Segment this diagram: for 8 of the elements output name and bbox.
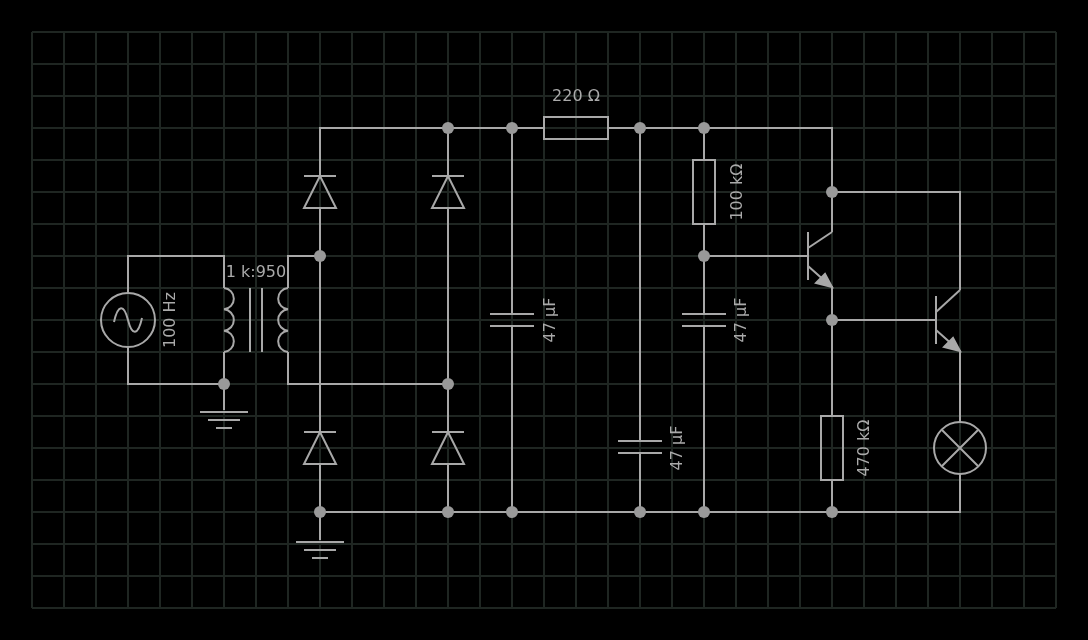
component-value: 100 Hz: [162, 291, 178, 349]
component-value: 47 µF: [733, 297, 749, 343]
component-value: 220 Ω: [552, 88, 600, 104]
component-value: 47 µF: [669, 425, 685, 471]
component-value: 1 k:950: [225, 264, 287, 280]
component-value: 470 kΩ: [856, 419, 872, 477]
component-value: 100 kΩ: [729, 163, 745, 221]
component-value: 47 µF: [542, 297, 558, 343]
